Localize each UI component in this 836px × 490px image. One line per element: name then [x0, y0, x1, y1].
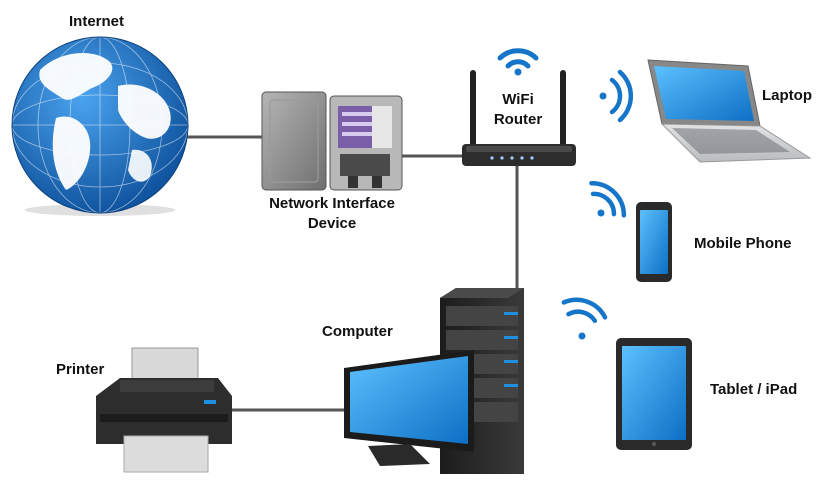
wifi-router-label-line1: WiFi — [502, 91, 534, 108]
desktop-computer-icon — [344, 288, 524, 474]
network-interface-label: Network Interface Device — [250, 194, 414, 234]
laptop-label: Laptop — [762, 87, 812, 104]
wifi-signal-icon — [497, 48, 539, 76]
cables — [185, 135, 519, 412]
wifi-signal-icon — [599, 69, 634, 123]
network-interface-label-line2: Device — [307, 215, 357, 232]
computer-label: Computer — [322, 323, 393, 340]
wifi-router-icon — [462, 70, 576, 166]
internet-label: Internet — [69, 13, 125, 30]
printer-label: Printer — [56, 361, 105, 378]
wifi-router-label-line2: Router — [493, 111, 543, 128]
wifi-signal-icon — [561, 297, 608, 340]
wifi-signal-icon — [589, 180, 627, 218]
globe-icon — [11, 36, 189, 216]
mobile-phone-label: Mobile Phone — [694, 235, 792, 252]
tablet-label: Tablet / iPad — [710, 381, 798, 398]
laptop-icon — [647, 59, 812, 163]
mobile-phone-icon — [636, 202, 672, 282]
printer-icon — [96, 347, 232, 473]
network-interface-label-line1: Network Interface — [269, 195, 395, 212]
tablet-icon — [616, 338, 692, 450]
wifi-router-label: WiFi Router — [482, 90, 554, 130]
network-interface-box-icon — [261, 91, 403, 191]
